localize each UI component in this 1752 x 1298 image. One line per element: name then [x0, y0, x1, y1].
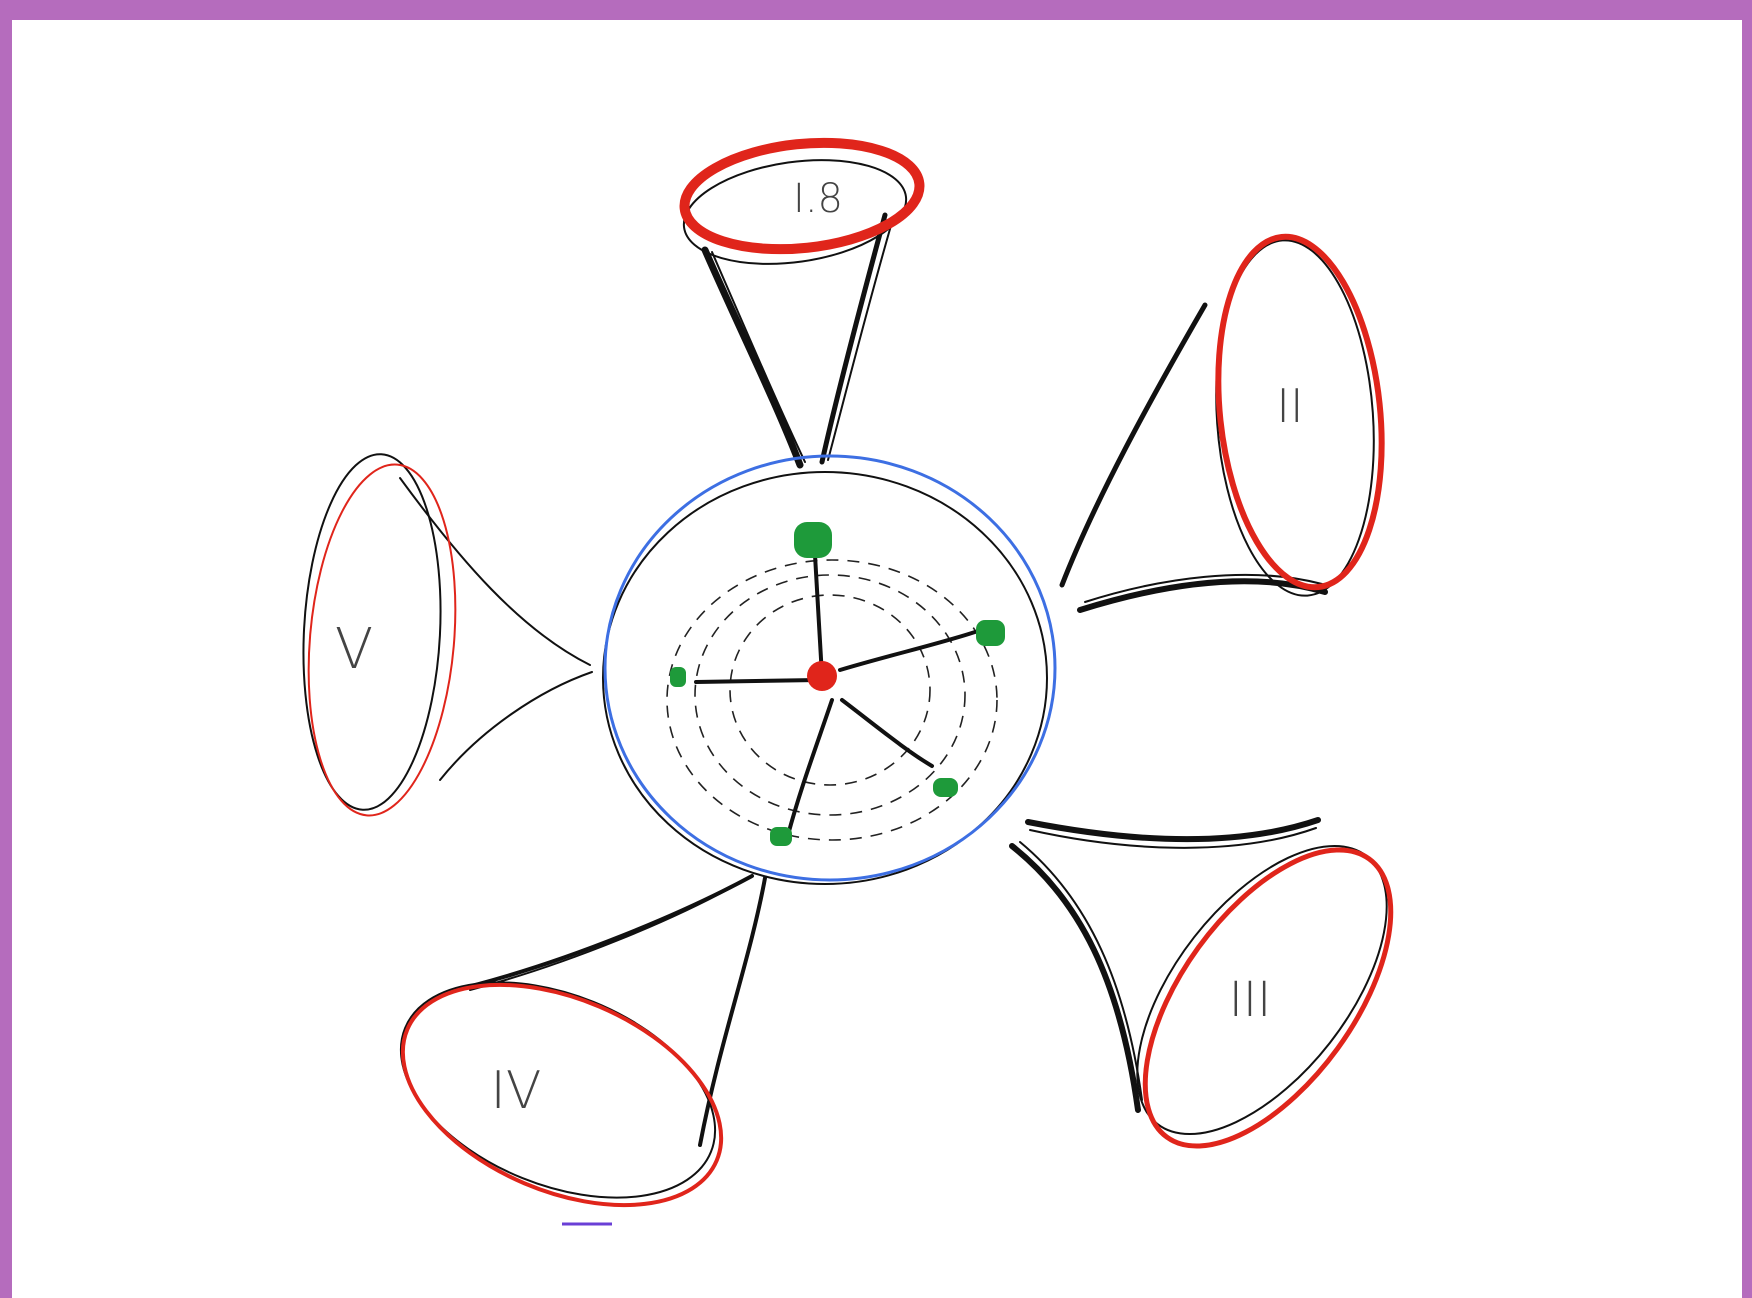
- lobe-iii-label: III: [1229, 972, 1271, 1028]
- hub: [603, 456, 1055, 884]
- spoke-node-lower-left: [770, 827, 792, 846]
- connector-i-right: [822, 215, 885, 462]
- lobe-iv-label: IV: [491, 1061, 542, 1121]
- spoke-left: [696, 680, 818, 682]
- spoke-node-left: [670, 667, 686, 687]
- connector-ii-bottom: [1080, 581, 1325, 610]
- connector-i-left-2: [712, 252, 805, 462]
- spoke-top: [815, 555, 822, 676]
- hub-ring-inner: [730, 595, 930, 785]
- connectors: [400, 215, 1325, 1145]
- spoke-right: [840, 632, 975, 670]
- hub-nodes: [670, 522, 1005, 846]
- connector-iii-top: [1028, 820, 1318, 839]
- spoke-lower-left: [788, 700, 832, 835]
- spoke-node-right: [976, 620, 1005, 646]
- hub-ring-middle: [695, 575, 965, 815]
- connector-v-top: [400, 478, 590, 665]
- connector-v-bottom: [440, 672, 592, 780]
- center-node: [807, 661, 837, 691]
- connector-ii-top: [1062, 305, 1205, 585]
- connector-i-left: [705, 250, 800, 465]
- lobe-v-label: V: [335, 617, 373, 682]
- lobe-ii-label: II: [1276, 379, 1303, 433]
- connector-iii-bottom-2: [1020, 842, 1142, 1100]
- lobe-v: [295, 451, 469, 822]
- lobes: [295, 132, 1439, 1249]
- spoke-node-lower-right: [933, 778, 958, 797]
- connector-iv-top: [475, 876, 752, 985]
- lobe-i-label: I.8: [793, 176, 843, 222]
- connector-i-right-2: [828, 222, 892, 460]
- lobe-iv: [369, 940, 754, 1249]
- hub-spokes: [696, 555, 975, 835]
- connector-iii-bottom: [1012, 846, 1138, 1110]
- lobe-iv-outline: [370, 941, 754, 1249]
- spoke-node-top: [794, 522, 832, 558]
